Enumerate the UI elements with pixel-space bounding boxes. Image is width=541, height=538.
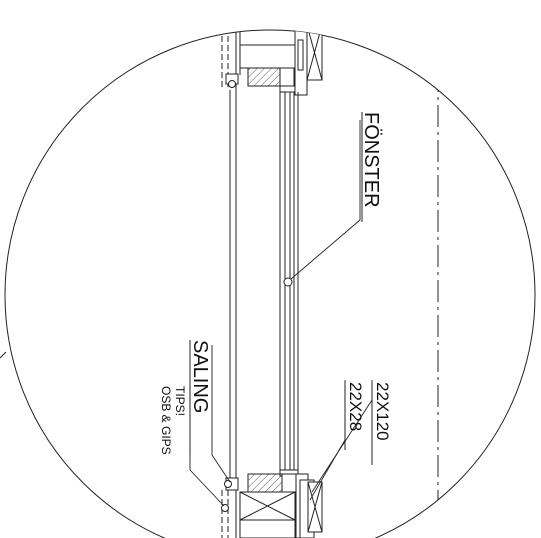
- upper-frame: [225, 30, 323, 96]
- label-saling: SALING: [189, 340, 211, 413]
- lower-frame: [221, 469, 323, 538]
- label-dim-22x28: 22X28: [346, 382, 365, 431]
- label-dim-22x120: 22X120: [373, 382, 392, 441]
- label-tips-line2: OSB & GIPS: [159, 386, 173, 455]
- label-fonster: FÖNSTER: [360, 112, 382, 208]
- detail-circle: [4, 29, 536, 538]
- label-tips-line1: TIPS!: [173, 386, 187, 416]
- label-underlines: [189, 112, 373, 465]
- glazing: [279, 92, 299, 470]
- detail-leader: [0, 351, 7, 359]
